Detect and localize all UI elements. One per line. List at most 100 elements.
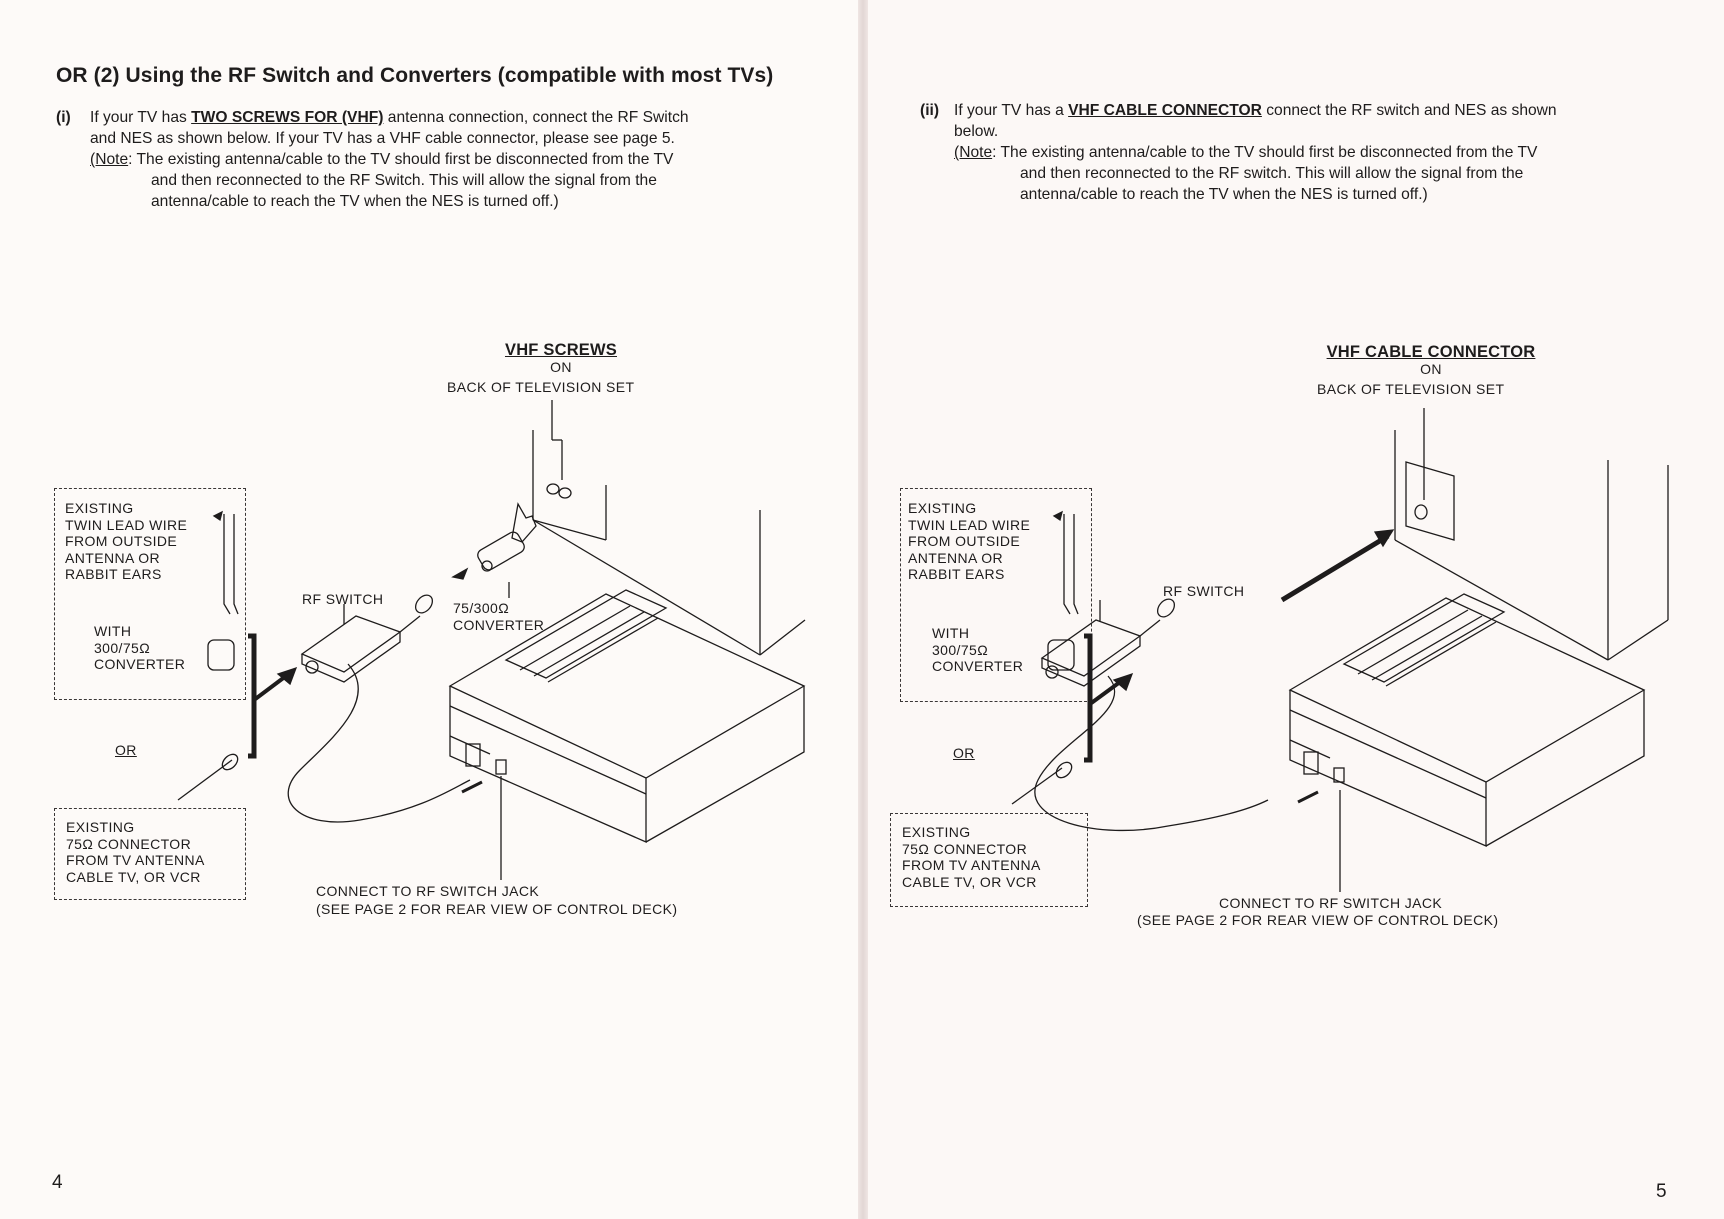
manual-page-left: OR (2) Using the RF Switch and Converter… — [0, 0, 858, 1219]
line: 75/300Ω — [453, 600, 510, 616]
instruction-ii-line2: below. — [954, 123, 999, 140]
rf-switch-label: RF SWITCH — [1163, 583, 1245, 599]
see-page-label: (SEE PAGE 2 FOR REAR VIEW OF CONTROL DEC… — [316, 901, 678, 917]
diagram-subtitle-back: BACK OF TELEVISION SET — [447, 379, 635, 395]
twin-lead-wire — [1063, 514, 1071, 615]
line: EXISTING — [65, 500, 134, 516]
line: CONVERTER — [932, 658, 1024, 674]
text: : The existing antenna/cable to the TV s… — [128, 151, 674, 168]
line: FROM OUTSIDE — [65, 533, 178, 549]
rf-switch-icon — [1040, 598, 1176, 687]
instruction-i-line2: and NES as shown below. If your TV has a… — [90, 130, 675, 147]
arrow-to-rf-switch — [252, 674, 288, 702]
arrow-to-rf-switch — [1088, 680, 1122, 706]
line: WITH — [932, 625, 970, 641]
connect-jack-label: CONNECT TO RF SWITCH JACK — [1219, 895, 1443, 911]
line: FROM TV ANTENNA — [902, 857, 1041, 873]
instruction-ii-line1: (ii)If your TV has a VHF CABLE CONNECTOR… — [920, 100, 1557, 121]
rf-cable — [287, 663, 471, 823]
note-line3: antenna/cable to reach the TV when the N… — [1020, 186, 1428, 203]
text: : The existing antenna/cable to the TV s… — [992, 144, 1538, 161]
coax-option-box — [54, 808, 246, 900]
line: RABBIT EARS — [65, 566, 162, 582]
vhf-screws-connection-illustration — [177, 400, 806, 880]
line: EXISTING — [902, 824, 971, 840]
arrow-head — [276, 666, 298, 686]
note-label: (Note — [90, 151, 129, 168]
nes-console-illustration — [1288, 593, 1646, 847]
line: CONVERTER — [453, 616, 545, 633]
twin-lead-wire — [223, 514, 231, 615]
note-line1: (Note: The existing antenna/cable to the… — [954, 142, 1537, 163]
diagram-subtitle-on: ON — [550, 358, 572, 375]
line: FROM TV ANTENNA — [66, 852, 205, 868]
tv-back-panel — [1394, 430, 1669, 661]
line: 75Ω CONNECTOR — [902, 840, 1028, 857]
line: ANTENNA OR — [908, 549, 1004, 566]
options-bracket — [248, 633, 257, 759]
arrow-head — [212, 510, 223, 522]
rf-switch-icon — [300, 594, 434, 683]
vhf-screws-icon — [546, 483, 572, 499]
instruction-i-line1: (i) If your TV has TWO SCREWS FOR (VHF) a… — [56, 107, 689, 128]
tv-back-panel — [532, 430, 806, 656]
see-page-label: (SEE PAGE 2 FOR REAR VIEW OF CONTROL DEC… — [1137, 912, 1499, 928]
arrow-head — [1112, 672, 1134, 692]
existing-twin-lead-label: EXISTING TWIN LEAD WIRE FROM OUTSIDE ANT… — [65, 500, 187, 583]
or-label: OR — [115, 742, 137, 758]
emphasis-two-screws: TWO SCREWS FOR (VHF) — [191, 109, 384, 126]
page-number: 4 — [52, 1172, 63, 1193]
line: TWIN LEAD WIRE — [65, 516, 188, 533]
converter-75-300-label: 75/300Ω CONVERTER — [453, 600, 544, 633]
diagram-subtitle-back: BACK OF TELEVISION SET — [1317, 381, 1505, 397]
connect-jack-label: CONNECT TO RF SWITCH JACK — [316, 883, 540, 899]
diagram-title-block: VHF SCREWS ON — [446, 342, 676, 375]
converter-300-75-icon — [1047, 639, 1075, 671]
line: TWIN LEAD WIRE — [908, 516, 1031, 533]
note-label: (Note — [954, 144, 993, 161]
text: If your TV has — [90, 109, 192, 126]
note-line2: and then reconnected to the RF Switch. T… — [151, 172, 657, 189]
line: EXISTING — [908, 500, 977, 516]
line: ANTENNA OR — [65, 549, 161, 566]
vhf-cable-connector-icon — [1414, 504, 1428, 520]
options-bracket — [1084, 633, 1093, 763]
note-line3: antenna/cable to reach the TV when the N… — [151, 193, 559, 210]
with-converter-label: WITH 300/75Ω CONVERTER — [932, 625, 1023, 675]
item-marker: (i) — [56, 109, 71, 126]
rf-plug — [1297, 790, 1319, 804]
line: 75Ω CONNECTOR — [66, 835, 192, 852]
diagram-title: VHF CABLE CONNECTOR — [1326, 343, 1536, 361]
existing-75-label: EXISTING 75Ω CONNECTOR FROM TV ANTENNA C… — [902, 824, 1041, 890]
line: CABLE TV, OR VCR — [902, 873, 1037, 890]
vhf-cable-connection-illustration — [1011, 408, 1669, 892]
diagram-title-block: VHF CABLE CONNECTOR ON — [1298, 344, 1564, 377]
line: 300/75Ω — [94, 639, 151, 656]
coax-cable — [1011, 767, 1063, 805]
coax-option-box — [890, 813, 1088, 907]
page-gutter — [858, 0, 868, 1219]
existing-75-label: EXISTING 75Ω CONNECTOR FROM TV ANTENNA C… — [66, 819, 205, 885]
line: FROM OUTSIDE — [908, 533, 1021, 549]
note-line1: (Note: The existing antenna/cable to the… — [90, 149, 673, 170]
manual-page-right: (ii) If your TV has a VHF CABLE CONNECTOR… — [868, 0, 1724, 1219]
twin-lead-option-box — [900, 488, 1092, 702]
note-line2: and then reconnected to the RF switch. T… — [1020, 165, 1524, 182]
diagram-title: VHF SCREWS — [504, 341, 617, 359]
text: If your TV has a — [954, 102, 1069, 119]
twin-lead-option-box — [54, 488, 246, 700]
text: antenna connection, connect the RF Switc… — [383, 109, 689, 126]
line: WITH — [94, 623, 132, 639]
rf-plug — [461, 780, 483, 794]
line: 300/75Ω — [932, 641, 989, 658]
arrow-head — [1373, 529, 1395, 548]
page-number: 5 — [1656, 1181, 1667, 1202]
converter-300-75-icon — [207, 639, 235, 671]
item-marker: (ii) — [920, 102, 940, 119]
arrow-head — [1052, 510, 1063, 522]
section-heading: OR (2) Using the RF Switch and Converter… — [56, 64, 774, 87]
line: CONVERTER — [94, 656, 186, 672]
existing-twin-lead-label: EXISTING TWIN LEAD WIRE FROM OUTSIDE ANT… — [908, 500, 1030, 583]
line: RABBIT EARS — [908, 566, 1005, 582]
nes-console-illustration — [448, 589, 806, 843]
